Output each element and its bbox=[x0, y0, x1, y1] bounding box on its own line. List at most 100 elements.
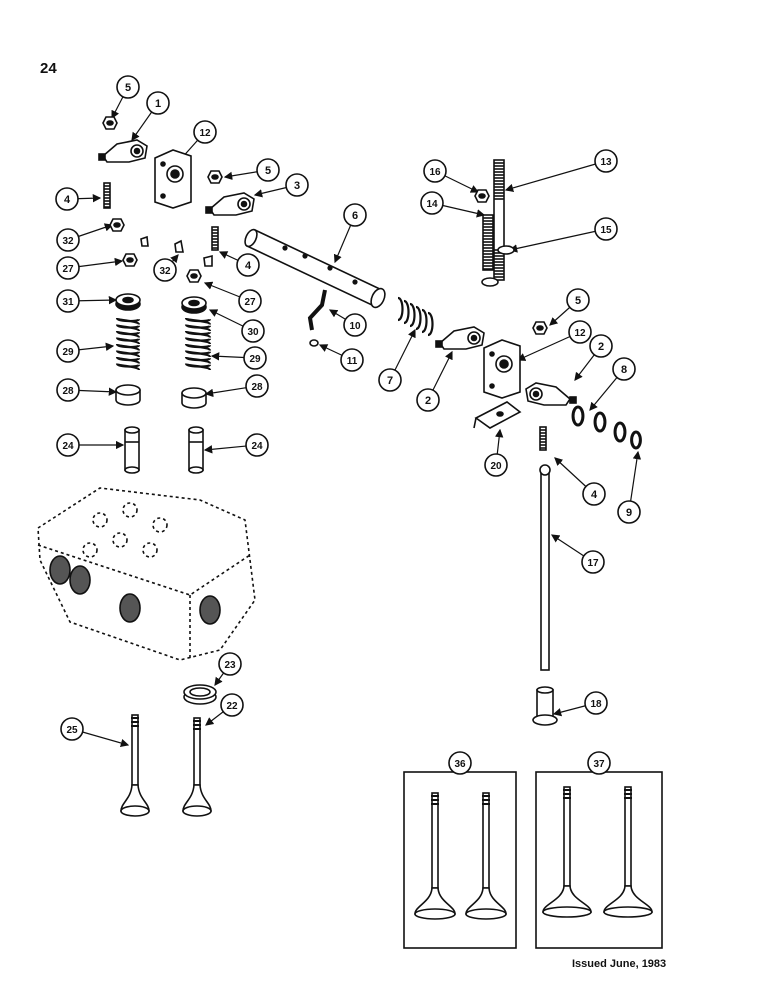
callout-18: 18 bbox=[584, 691, 608, 715]
callout-36: 36 bbox=[448, 751, 472, 775]
callout-label: 5 bbox=[575, 295, 581, 307]
callout-circle bbox=[56, 378, 80, 402]
callout-4: 4 bbox=[55, 187, 79, 211]
valve-seal bbox=[181, 387, 207, 409]
callout-label: 6 bbox=[352, 210, 358, 222]
callout-label: 18 bbox=[590, 699, 602, 710]
callout-circle bbox=[285, 173, 309, 197]
valve-keeper bbox=[122, 253, 138, 267]
callout-8: 8 bbox=[612, 357, 636, 381]
callout-circle bbox=[566, 288, 590, 312]
callout-circle bbox=[423, 159, 447, 183]
callout-label: 17 bbox=[587, 558, 599, 569]
callout-circle bbox=[256, 158, 280, 182]
callout-24: 24 bbox=[245, 433, 269, 457]
callout-circle bbox=[243, 346, 267, 370]
callout-6: 6 bbox=[343, 203, 367, 227]
callout-label: 5 bbox=[125, 82, 131, 94]
callout-label: 4 bbox=[591, 489, 598, 501]
callout-circle bbox=[582, 482, 606, 506]
valve-keeper bbox=[109, 218, 125, 232]
callout-29: 29 bbox=[56, 339, 80, 363]
callout-27: 27 bbox=[56, 256, 80, 280]
rocker-arm bbox=[525, 382, 577, 406]
callout-14: 14 bbox=[420, 191, 444, 215]
adjusting-screw bbox=[103, 182, 111, 209]
callout-circle bbox=[56, 433, 80, 457]
callout-circle bbox=[581, 550, 605, 574]
adjusting-screw bbox=[539, 426, 547, 451]
callout-12: 12 bbox=[193, 120, 217, 144]
callout-label: 27 bbox=[62, 264, 74, 275]
callout-circle bbox=[617, 500, 641, 524]
callout-label: 24 bbox=[62, 441, 74, 452]
callout-circle bbox=[193, 120, 217, 144]
callout-28: 28 bbox=[245, 374, 269, 398]
callout-label: 22 bbox=[226, 701, 238, 712]
callout-label: 25 bbox=[66, 725, 78, 736]
callout-25: 25 bbox=[60, 717, 84, 741]
callout-label: 9 bbox=[626, 507, 632, 519]
callout-label: 23 bbox=[224, 660, 236, 671]
callout-label: 32 bbox=[62, 236, 74, 247]
callout-2: 2 bbox=[416, 388, 440, 412]
callout-24: 24 bbox=[56, 433, 80, 457]
callout-7: 7 bbox=[378, 368, 402, 392]
callout-circle bbox=[484, 453, 508, 477]
leader-line bbox=[508, 228, 607, 253]
callout-circle bbox=[343, 313, 367, 337]
valve-keeper bbox=[186, 269, 202, 283]
callout-30: 30 bbox=[241, 319, 265, 343]
valve bbox=[542, 786, 592, 918]
callout-23: 23 bbox=[218, 652, 242, 676]
stud bbox=[493, 159, 505, 281]
valve-keeper bbox=[140, 235, 149, 247]
callout-circle bbox=[378, 368, 402, 392]
issued-date: Issued June, 1983 bbox=[572, 958, 667, 970]
callout-label: 29 bbox=[249, 354, 261, 365]
callout-circle bbox=[56, 289, 80, 313]
valve-seal bbox=[115, 384, 141, 406]
valve bbox=[182, 717, 212, 817]
callout-circle bbox=[56, 256, 80, 280]
callout-label: 3 bbox=[294, 180, 300, 192]
spring-retainer bbox=[115, 293, 141, 311]
callout-label: 37 bbox=[593, 759, 605, 770]
callout-circle bbox=[55, 187, 79, 211]
leader-line bbox=[504, 160, 607, 193]
callout-circle bbox=[153, 258, 177, 282]
spring-retainer bbox=[181, 296, 207, 314]
callout-circle bbox=[612, 357, 636, 381]
callout-circle bbox=[245, 374, 269, 398]
callout-label: 28 bbox=[251, 382, 263, 393]
callout-22: 22 bbox=[220, 693, 244, 717]
lock-nut bbox=[207, 170, 223, 184]
callout-5: 5 bbox=[566, 288, 590, 312]
callout-circle bbox=[56, 228, 80, 252]
kit-box bbox=[403, 771, 517, 949]
callout-circle bbox=[420, 191, 444, 215]
lock-nut bbox=[102, 116, 118, 130]
valve-keeper bbox=[174, 239, 184, 253]
callout-label: 20 bbox=[490, 461, 502, 472]
callout-label: 15 bbox=[600, 225, 612, 236]
callout-label: 36 bbox=[454, 759, 466, 770]
callout-label: 27 bbox=[244, 297, 256, 308]
lock-nut bbox=[532, 321, 548, 335]
valve-spring bbox=[115, 316, 141, 371]
callout-circle bbox=[218, 652, 242, 676]
washer bbox=[481, 277, 499, 287]
callout-circle bbox=[236, 253, 260, 277]
callout-label: 11 bbox=[347, 356, 358, 367]
callout-3: 3 bbox=[285, 173, 309, 197]
callout-circle bbox=[568, 320, 592, 344]
kit-box bbox=[535, 771, 663, 949]
callout-17: 17 bbox=[581, 550, 605, 574]
spacer-ring bbox=[613, 421, 627, 443]
callout-label: 8 bbox=[621, 364, 627, 376]
callout-32: 32 bbox=[153, 258, 177, 282]
callout-circle bbox=[238, 289, 262, 313]
callout-circle bbox=[340, 348, 364, 372]
callout-circle bbox=[343, 203, 367, 227]
